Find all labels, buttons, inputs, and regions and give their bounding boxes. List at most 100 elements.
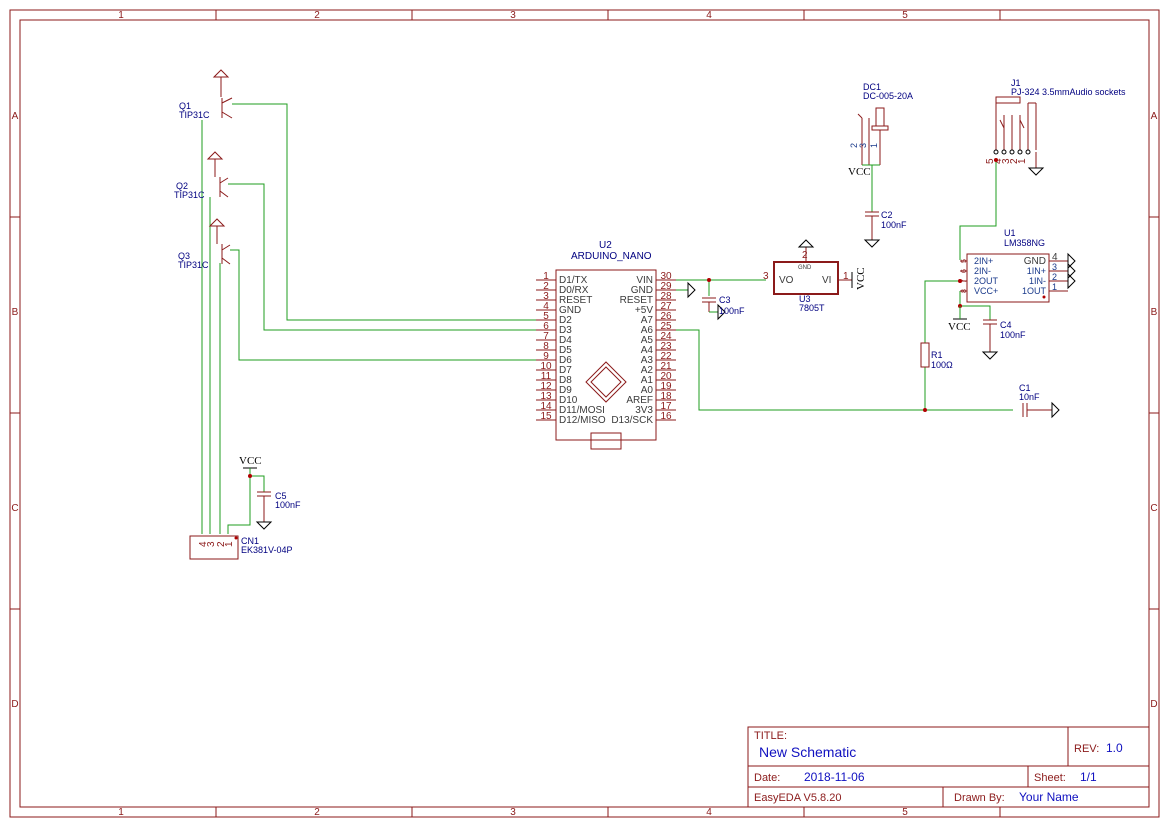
junction-dot xyxy=(707,278,711,282)
frame-row-labels-right: A B C D xyxy=(1150,111,1157,710)
date-value: 2018-11-06 xyxy=(804,770,865,784)
transistor-q3: Q3 TIP31C xyxy=(178,218,231,270)
zone-row-a: A xyxy=(1151,111,1158,122)
u2-pin-name: D1/TX xyxy=(559,275,588,286)
u2-pin-num: 23 xyxy=(660,341,672,352)
cn1-value: EK381V-04P xyxy=(241,545,293,555)
u2-pin-num: 18 xyxy=(660,391,672,402)
transistor-q1: Q1 TIP31C xyxy=(179,69,233,120)
u2-pin-name: D8 xyxy=(559,375,572,386)
frame-column-labels-bottom: 1 2 3 4 5 xyxy=(118,807,908,818)
r1-value: 100Ω xyxy=(931,360,953,370)
u2-pin-num: 2 xyxy=(543,281,549,292)
q2-ref: Q2 xyxy=(176,181,188,191)
u2-pin-name: D12/MISO xyxy=(559,415,606,426)
zone-row-b: B xyxy=(1151,307,1158,318)
capacitor-c2: C2 100nF xyxy=(863,210,907,248)
u2-pin-num: 27 xyxy=(660,301,672,312)
u2-pin-num: 25 xyxy=(660,321,672,332)
u2-pin-name: D5 xyxy=(559,345,572,356)
transistor-q2: Q2 TIP31C xyxy=(174,151,229,200)
u2-pin-name: A5 xyxy=(641,335,654,346)
u2-pin-num: 12 xyxy=(540,381,552,392)
u3-pin-num: 1 xyxy=(843,271,849,282)
u1-pin-name: 1IN- xyxy=(1029,276,1046,286)
u2-pin-name: D6 xyxy=(559,355,572,366)
u3-pin-num: 3 xyxy=(763,271,769,282)
u1-pin-name: 1IN+ xyxy=(1027,266,1046,276)
c5-value: 100nF xyxy=(275,500,301,510)
u1-ref: U1 xyxy=(1004,228,1016,238)
u2-pin-num: 11 xyxy=(541,371,552,382)
u1-pin-name: 1OUT xyxy=(1022,286,1047,296)
u2-pin-num: 16 xyxy=(660,411,672,422)
connector-cn1: 4 3 2 1 CN1 EK381V-04P xyxy=(189,535,293,560)
c1-value: 10nF xyxy=(1019,392,1040,402)
u1-pin-num: 4 xyxy=(1052,252,1058,263)
frame-column-labels-top: 1 2 3 4 5 xyxy=(118,10,908,21)
junction-dot xyxy=(248,474,252,478)
dc1-pin: 1 xyxy=(869,143,879,148)
q1-value: TIP31C xyxy=(179,110,210,120)
u2-pin-num: 7 xyxy=(543,331,549,342)
u2-pin-num: 19 xyxy=(660,381,672,392)
u2-pin-num: 1 xyxy=(543,271,549,282)
zone-col-5: 5 xyxy=(902,807,908,818)
sheet-value: 1/1 xyxy=(1080,770,1097,784)
u2-pin-name: D11/MOSI xyxy=(559,405,605,416)
u2-pin-name: A7 xyxy=(641,315,654,326)
zone-col-2: 2 xyxy=(314,10,320,21)
junction-dot xyxy=(994,158,998,162)
title-block: TITLE: New Schematic REV: 1.0 Date: 2018… xyxy=(747,726,1150,808)
c2-ref: C2 xyxy=(881,210,893,220)
u1-pin-num: 1 xyxy=(1052,282,1057,292)
u2-pin-num: 5 xyxy=(543,311,549,322)
vcc-label: VCC xyxy=(948,321,971,333)
drawn-by-label: Drawn By: xyxy=(954,792,1005,804)
wires xyxy=(201,103,1013,534)
zone-col-3: 3 xyxy=(510,10,516,21)
junction-dot xyxy=(958,279,962,283)
u2-pin-name: D4 xyxy=(559,335,572,346)
u2-pin-num: 29 xyxy=(660,281,672,292)
c4-value: 100nF xyxy=(1000,330,1026,340)
j1-pin: 2 xyxy=(1009,158,1020,164)
u2-pin-name: RESET xyxy=(559,295,592,306)
j1-pin: 5 xyxy=(985,158,996,164)
cn1-pin: 1 xyxy=(224,541,235,547)
u2-pin-name: D2 xyxy=(559,315,572,326)
zone-col-2: 2 xyxy=(314,807,320,818)
drawn-by-value: Your Name xyxy=(1019,790,1079,804)
u2-pin-num: 6 xyxy=(543,321,549,332)
tool-version: EasyEDA V5.8.20 xyxy=(754,792,841,804)
u3-pin-vo: VO xyxy=(779,275,794,286)
rev-label: REV: xyxy=(1074,743,1099,755)
u2-pin-num: 8 xyxy=(543,341,549,352)
cn1-pin: 2 xyxy=(216,541,227,547)
ground-symbol xyxy=(687,281,696,299)
j1-pin: 1 xyxy=(1017,158,1028,164)
junction-dot xyxy=(923,408,927,412)
capacitor-c5: C5 100nF xyxy=(255,491,301,530)
u2-pin-num: 10 xyxy=(540,361,552,372)
u1-pin-num: 5 xyxy=(961,259,968,263)
u2-pin-name: A6 xyxy=(641,325,654,336)
capacitor-c3: C3 100nF xyxy=(702,295,745,321)
cn1-ref: CN1 xyxy=(241,536,259,546)
u2-pin-num: 3 xyxy=(543,291,549,302)
zone-row-d: D xyxy=(1150,699,1157,710)
c3-ref: C3 xyxy=(719,295,731,305)
u2-pin-num: 13 xyxy=(540,391,552,402)
u1-pin-num: 8 xyxy=(961,289,968,293)
u1-pin-name: VCC+ xyxy=(974,286,998,296)
vcc-label: VCC xyxy=(239,455,262,467)
u2-pin-name: GND xyxy=(631,285,653,296)
u1-pin-name: 2IN+ xyxy=(974,256,993,266)
u2-pin-num: 9 xyxy=(543,351,549,362)
date-label: Date: xyxy=(754,772,780,784)
zone-row-b: B xyxy=(12,307,19,318)
title-label: TITLE: xyxy=(754,730,787,742)
u2-right-pins: 30VIN29GND28RESET27+5V26A725A624A523A422… xyxy=(611,271,676,426)
u2-pin-num: 30 xyxy=(660,271,672,282)
